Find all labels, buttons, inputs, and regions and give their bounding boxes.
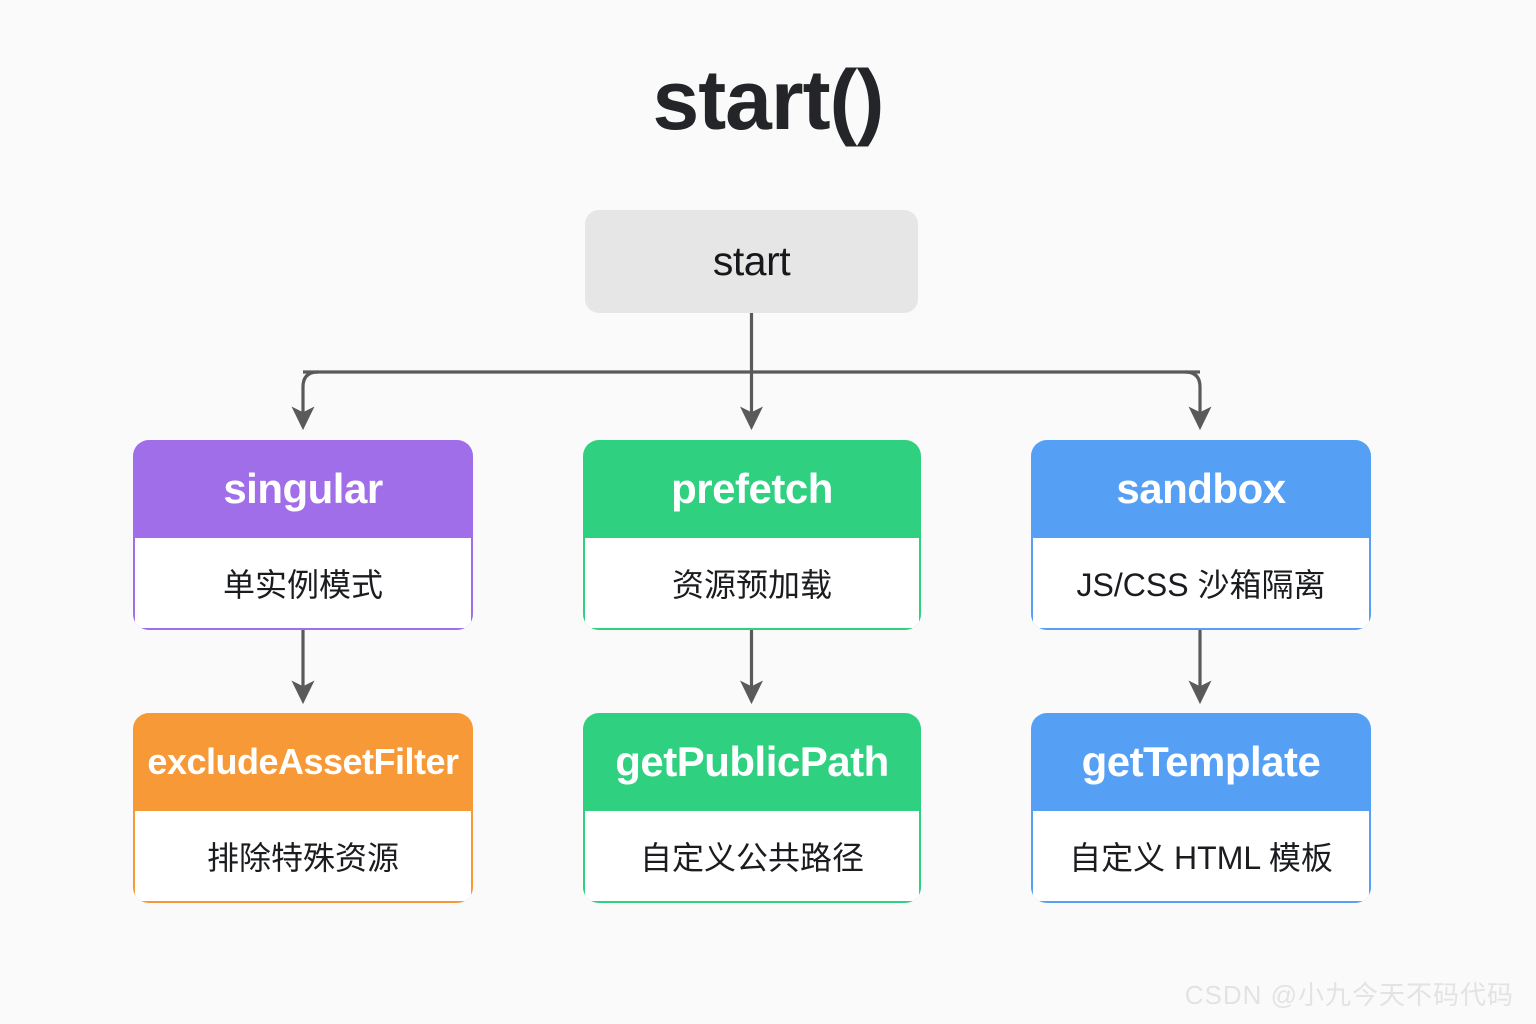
node-singular-title: singular	[223, 465, 383, 512]
node-getpublicpath[interactable]: getPublicPath 自定义公共路径	[583, 713, 921, 903]
node-singular[interactable]: singular 单实例模式	[133, 440, 473, 630]
csdn-watermark: CSDN @小九今天不码代码	[1184, 980, 1514, 1010]
node-singular-subtitle: 单实例模式	[133, 538, 473, 630]
connector-start-to-bus	[291, 313, 1212, 431]
node-prefetch-subtitle: 资源预加载	[583, 538, 921, 630]
node-prefetch[interactable]: prefetch 资源预加载	[583, 440, 921, 630]
node-excludeassetfilter[interactable]: excludeAssetFilter 排除特殊资源	[133, 713, 473, 903]
node-getpublicpath-subtitle: 自定义公共路径	[583, 811, 921, 903]
node-prefetch-title: prefetch	[671, 465, 833, 512]
node-sandbox[interactable]: sandbox JS/CSS 沙箱隔离	[1031, 440, 1371, 630]
node-gettemplate-title: getTemplate	[1081, 738, 1321, 785]
node-getpublicpath-title: getPublicPath	[615, 738, 889, 785]
node-gettemplate[interactable]: getTemplate 自定义 HTML 模板	[1031, 713, 1371, 903]
node-start[interactable]: start	[585, 210, 918, 313]
node-excludeassetfilter-title: excludeAssetFilter	[147, 741, 459, 782]
node-sandbox-title: sandbox	[1116, 465, 1286, 512]
node-sandbox-subtitle: JS/CSS 沙箱隔离	[1031, 538, 1371, 630]
page-title: start()	[652, 53, 884, 147]
node-start-label: start	[712, 238, 791, 284]
node-excludeassetfilter-subtitle: 排除特殊资源	[133, 811, 473, 903]
node-gettemplate-subtitle: 自定义 HTML 模板	[1031, 811, 1371, 903]
